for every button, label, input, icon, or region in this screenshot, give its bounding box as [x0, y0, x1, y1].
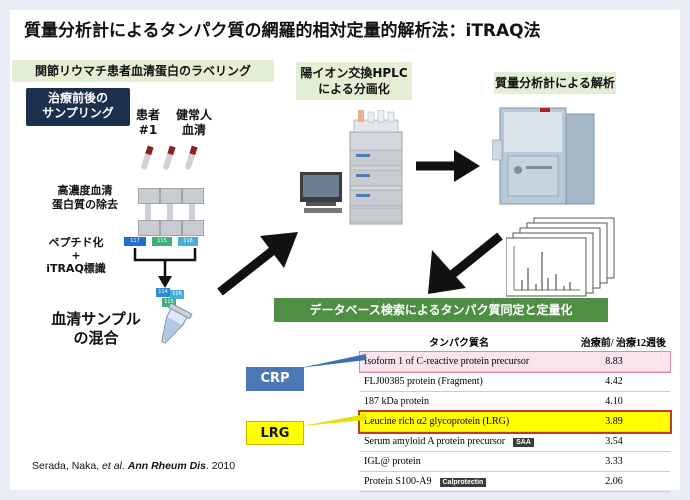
sampling-line-2: サンプリング: [42, 106, 114, 120]
hplc-label: 陽イオン交換HPLC による分画化: [296, 62, 412, 100]
spectra-stack-icon: [506, 217, 615, 297]
filter-stem: [145, 204, 151, 220]
filter-column-icon: [138, 188, 160, 204]
callout-pointers: [300, 354, 366, 426]
depletion-label-line-2: 蛋白質の除去: [52, 198, 118, 211]
peptide-tag: 116: [178, 237, 198, 246]
table-body: Isoform 1 of C-reactive protein precurso…: [358, 350, 672, 492]
filter-column-icon: [160, 220, 182, 236]
protein-name-cell: 187 kDa protein: [360, 391, 558, 412]
protein-name: 187 kDa protein: [364, 396, 429, 407]
peptide-label-line-3: iTRAQ標識: [46, 262, 106, 275]
mixed-peptide-tag: 115: [162, 298, 176, 307]
protein-name: FLJ00385 protein (Fragment): [364, 376, 483, 387]
citation-authors: Serada, Naka,: [32, 460, 103, 472]
citation-year: . 2010: [205, 460, 236, 472]
section-label: 関節リウマチ患者血清蛋白のラベリング: [12, 60, 274, 82]
arrow-right-icon: [416, 150, 480, 182]
table-row: Leucine rich α2 glycoprotein (LRG) 3.89: [358, 409, 672, 434]
protein-ratio-table: タンパク質名 治療前/ 治療12週後 Isoform 1 of C-reacti…: [358, 332, 672, 492]
peptide-label-line-1: ペプチド化: [48, 236, 104, 249]
table-row: Serum amyloid A protein precursor SAA 3.54: [360, 431, 670, 452]
mixed-peptide-tag: 114: [156, 288, 170, 297]
protein-alias-badge: SAA: [513, 438, 534, 447]
filter-stem: [167, 204, 173, 220]
protein-name: Leucine rich α2 glycoprotein (LRG): [364, 416, 510, 427]
protein-name: Protein S100-A9: [364, 476, 432, 487]
column-header-ratio: 治療前/ 治療12週後: [558, 332, 670, 352]
table-row: Protein S100-A9 Calprotectin 2.06: [360, 471, 670, 492]
mixed-peptide-tag: 116: [170, 290, 184, 299]
citation-etal: et al: [102, 460, 122, 472]
mix-label-line-2: の混合: [73, 329, 119, 347]
table-row: FLJ00385 protein (Fragment) 4.42: [360, 371, 670, 392]
table-row: IGL@ protein 3.33: [360, 451, 670, 472]
protein-name-cell: FLJ00385 protein (Fragment): [360, 371, 558, 392]
protein-name-cell: IGL@ protein: [360, 451, 558, 472]
depletion-label: 高濃度血清 蛋白質の除去: [40, 184, 130, 212]
filter-column-icon: [182, 220, 204, 236]
ratio-value-cell: 3.54: [558, 431, 670, 452]
merge-arrow-icon: [133, 248, 197, 288]
database-search-label: データベース検索によるタンパク質同定と定量化: [274, 298, 608, 322]
patient-label-line-2: #1: [138, 123, 158, 137]
protein-name-cell: Serum amyloid A protein precursor SAA: [360, 431, 558, 452]
protein-name-cell: Leucine rich α2 glycoprotein (LRG): [360, 411, 558, 432]
mass-spectrometer-icon: [492, 107, 595, 205]
hplc-instrument-icon: [300, 110, 403, 225]
protein-table: タンパク質名 治療前/ 治療12週後 Isoform 1 of C-reacti…: [358, 332, 672, 492]
filter-column-icon: [160, 188, 182, 204]
depletion-label-line-1: 高濃度血清: [57, 184, 113, 197]
table-row: 187 kDa protein 4.10: [360, 391, 670, 412]
ratio-value-cell: 4.42: [558, 371, 670, 392]
healthy-label-line-1: 健常人: [175, 108, 212, 122]
patient-label: 患者 #1: [128, 108, 168, 138]
ratio-value-cell: 3.33: [558, 451, 670, 472]
citation: Serada, Naka, et al. Ann Rheum Dis. 2010: [32, 460, 235, 472]
protein-name-cell: Protein S100-A9 Calprotectin: [360, 471, 558, 492]
citation-journal: Ann Rheum Dis: [127, 460, 206, 472]
healthy-label: 健常人 血清: [168, 108, 220, 138]
protein-alias-badge: Calprotectin: [439, 478, 487, 487]
lrg-callout: LRG: [246, 421, 304, 445]
slide: 質量分析計によるタンパク質の網羅的相対定量的解析法：iTRAQ法 関節リウマチ患…: [10, 10, 680, 492]
ratio-value-cell: 2.06: [558, 471, 670, 492]
arrow-down-left-icon: [428, 232, 503, 294]
filter-stem: [189, 204, 195, 220]
column-header-protein: タンパク質名: [360, 332, 558, 352]
peptide-tag: 117: [124, 237, 146, 246]
mix-label-line-1: 血清サンプル: [51, 310, 141, 328]
filter-column-icon: [138, 220, 160, 236]
protein-name-cell: Isoform 1 of C-reactive protein precurso…: [360, 351, 558, 372]
sample-tube-icon: [161, 304, 193, 344]
table-header-row: タンパク質名 治療前/ 治療12週後: [360, 332, 670, 352]
protein-name: Isoform 1 of C-reactive protein precurso…: [364, 356, 530, 367]
page-title: 質量分析計によるタンパク質の網羅的相対定量的解析法：iTRAQ法: [24, 21, 541, 41]
peptide-label-line-2: +: [71, 249, 81, 262]
protein-name: Serum amyloid A protein precursor: [364, 436, 506, 447]
peptide-tag: 115: [152, 237, 172, 246]
filter-column-icon: [182, 188, 204, 204]
table-row: Isoform 1 of C-reactive protein precurso…: [359, 350, 671, 373]
ratio-value-cell: 4.10: [558, 391, 670, 412]
citation-dot: .: [121, 460, 128, 472]
hplc-label-line-1: 陽イオン交換HPLC: [300, 66, 408, 80]
protein-name: IGL@ protein: [364, 456, 421, 467]
ratio-value-cell: 3.89: [558, 411, 670, 432]
arrow-up-right-icon: [217, 232, 298, 296]
ratio-value-cell: 8.83: [558, 351, 670, 372]
mix-label: 血清サンプル の混合: [44, 310, 148, 348]
peptide-label: ペプチド化 + iTRAQ標識: [36, 236, 116, 275]
patient-label-line-1: 患者: [135, 108, 160, 122]
hplc-label-line-2: による分画化: [318, 82, 390, 96]
healthy-label-line-2: 血清: [181, 123, 206, 137]
ms-label: 質量分析計による解析: [494, 72, 616, 94]
sampling-line-1: 治療前後の: [47, 91, 108, 105]
crp-callout: CRP: [246, 367, 304, 391]
sampling-box: 治療前後の サンプリング: [26, 88, 130, 126]
